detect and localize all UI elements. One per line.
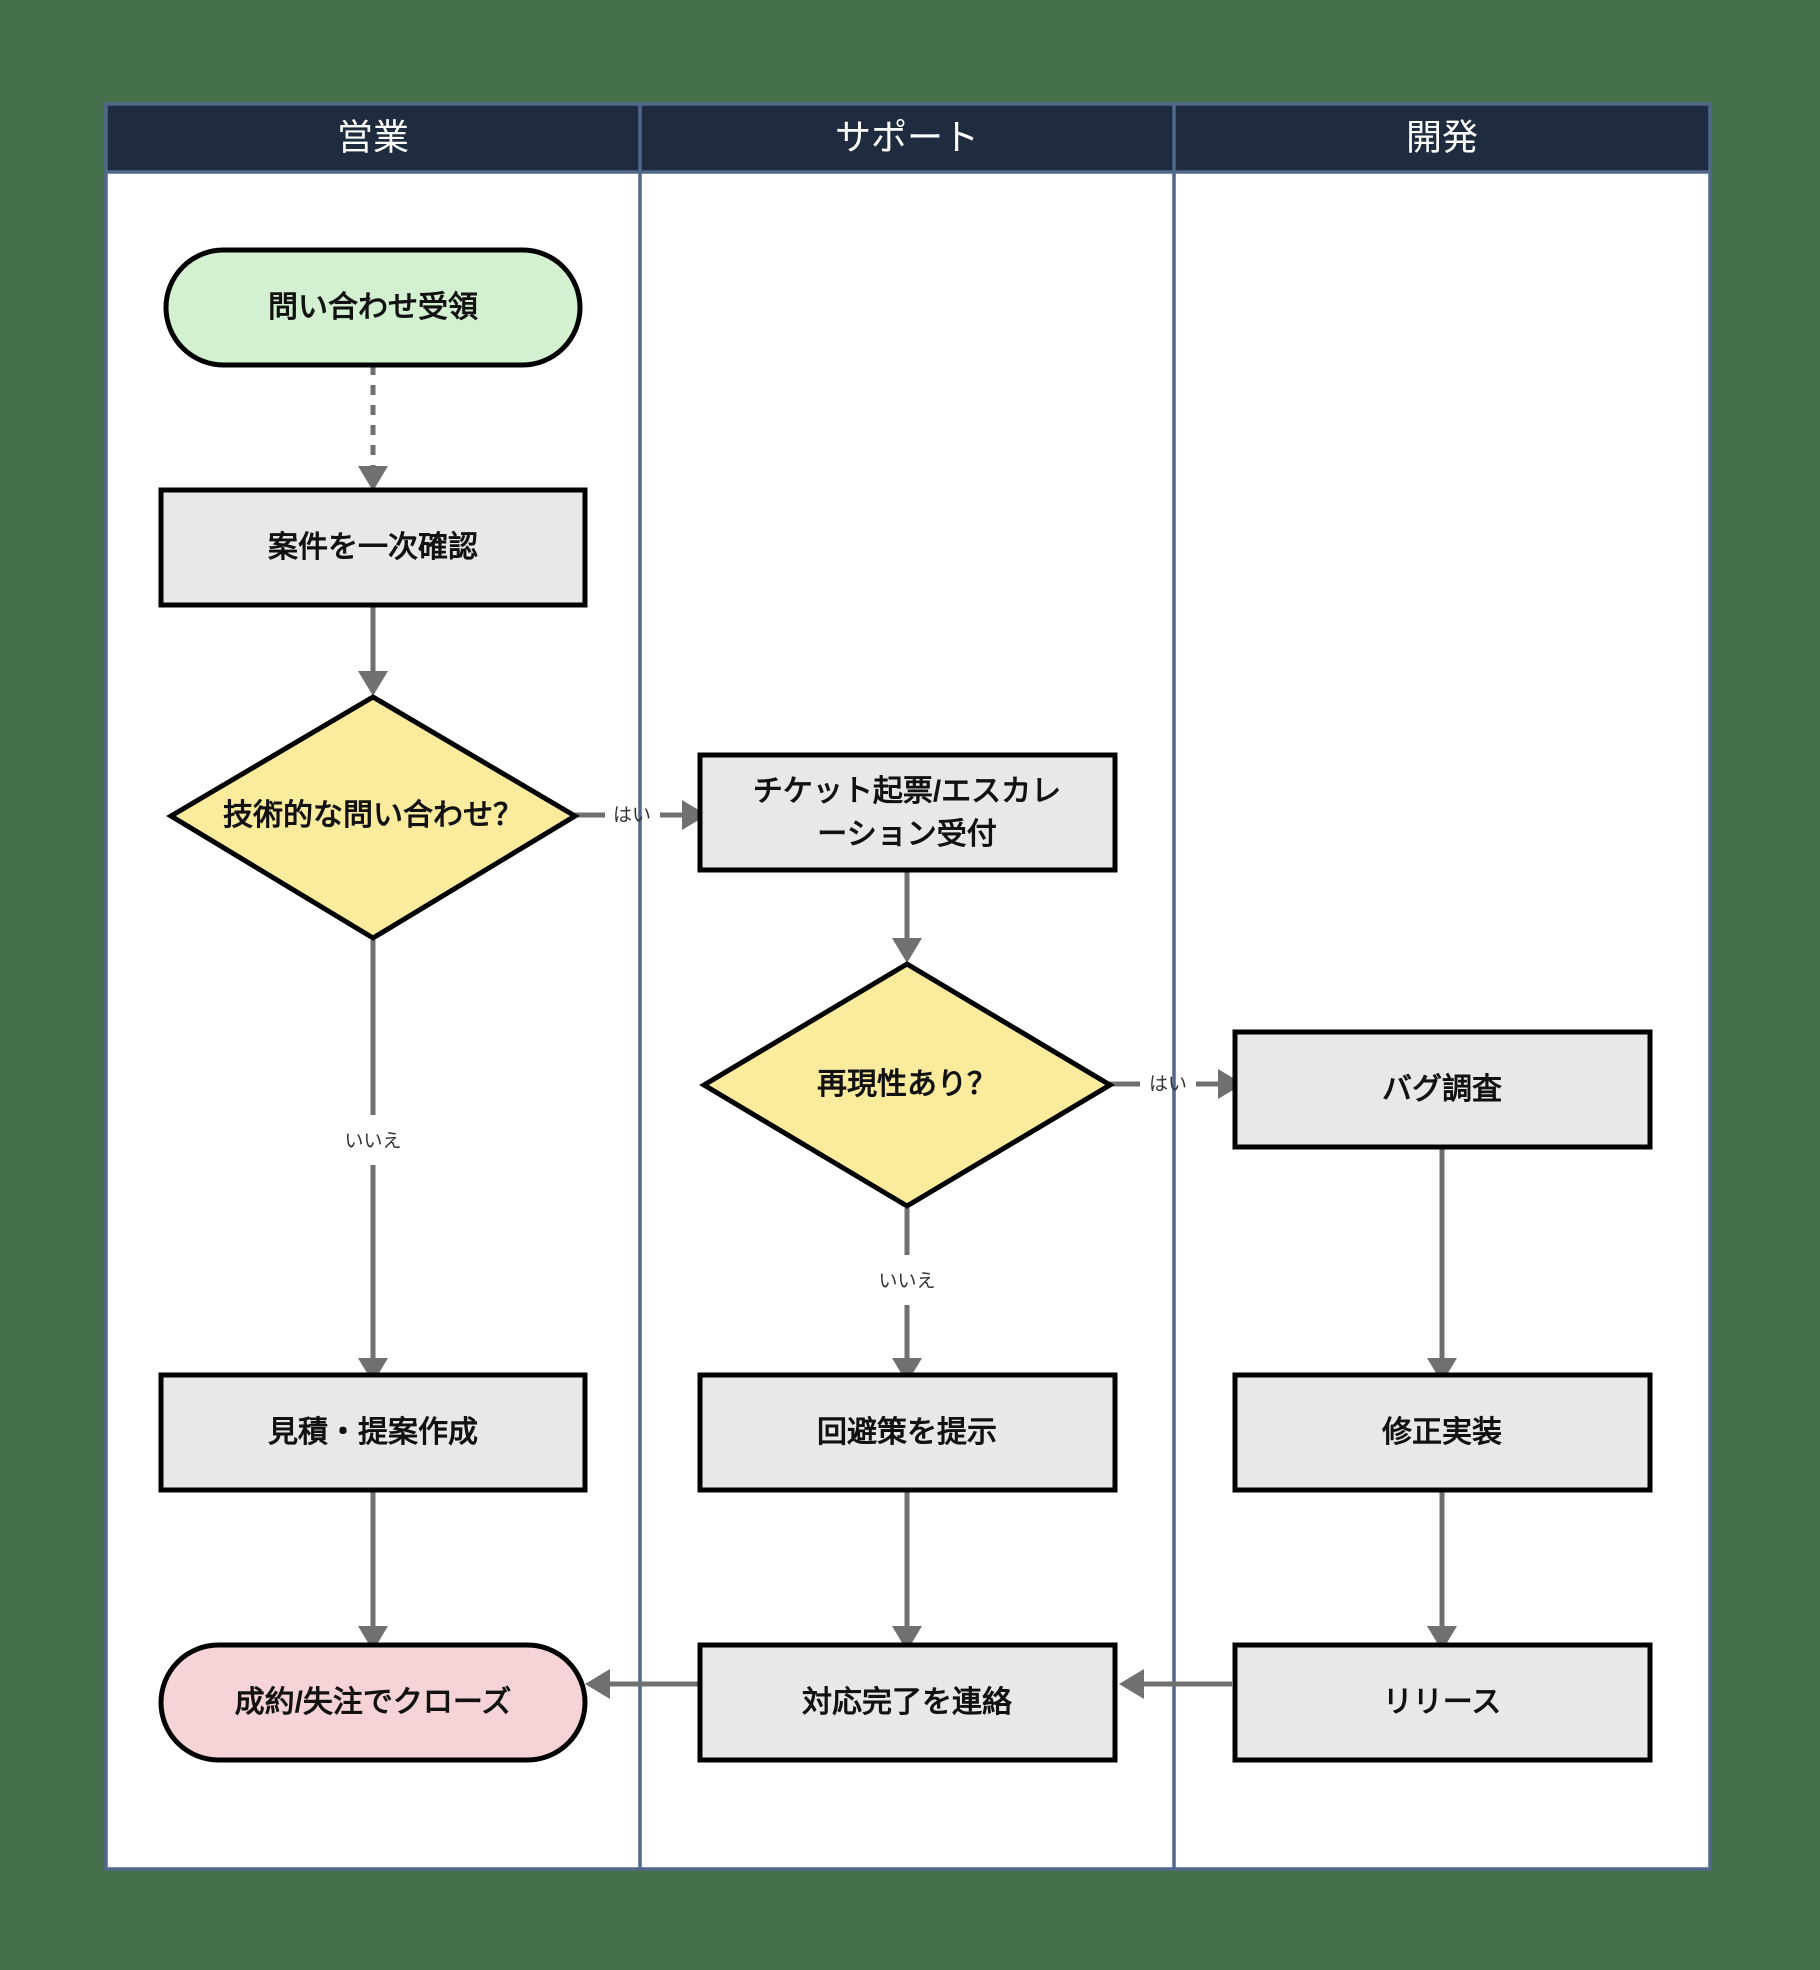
node-decision-technical-inquiry[interactable]: 技術的な問い合わせ？ (166, 694, 580, 941)
node-label-n7: 見積・提案作成 (268, 1415, 478, 1449)
node-label-n11: 対応完了を連絡 (802, 1685, 1013, 1719)
edge-n3-n4: はい (575, 800, 707, 830)
edge-label-n3-n7: いいえ (344, 1131, 401, 1152)
node-decision-reproducible[interactable]: 再現性あり？ (699, 961, 1115, 1209)
node-fix-implementation[interactable]: 修正実装 (1232, 1372, 1653, 1493)
edge-n4-n5 (892, 872, 922, 963)
node-quote-proposal[interactable]: 見積・提案作成 (158, 1372, 588, 1493)
edge-n11-n10 (585, 1669, 698, 1699)
node-label-n1: 問い合わせ受領 (268, 290, 478, 324)
edge-n2-n3 (358, 605, 388, 696)
edge-n1-n2 (358, 365, 388, 491)
node-label-n6: バグ調査 (1382, 1073, 1502, 1106)
lane-header-sales (106, 104, 640, 172)
edge-n7-n10 (358, 1490, 388, 1651)
lane-outer-border (104, 102, 1712, 1871)
node-ticket-escalation[interactable]: チケット起票/エスカレ ーション受付 (697, 752, 1118, 873)
node-label-n12: リリース (1383, 1686, 1502, 1719)
node-label-n3: 技術的な問い合わせ？ (223, 798, 523, 832)
node-label-n10: 成約/失注でクローズ (235, 1685, 512, 1719)
node-bug-investigation[interactable]: バグ調査 (1232, 1029, 1653, 1150)
node-label-n2: 案件を一次確認 (268, 530, 478, 564)
edge-n6-n9 (1427, 1147, 1457, 1383)
lane-header-support (640, 104, 1174, 172)
edge-label-n5-n8: いいえ (878, 1271, 935, 1292)
node-close-won-lost[interactable]: 成約/失注でクローズ (158, 1642, 588, 1763)
node-label-n9: 修正実装 (1381, 1416, 1502, 1449)
edge-label-n3-n4: はい (613, 805, 651, 826)
node-inquiry-received[interactable]: 問い合わせ受領 (163, 247, 583, 368)
node-completion-notice[interactable]: 対応完了を連絡 (697, 1642, 1118, 1763)
node-workaround[interactable]: 回避策を提示 (697, 1372, 1118, 1493)
lane-label-sales: 営業 (337, 117, 409, 158)
edge-n9-n12 (1427, 1490, 1457, 1651)
node-label-n8: 回避策を提示 (817, 1415, 997, 1449)
node-label-n4-line1: チケット起票/エスカレ (753, 775, 1061, 808)
node-release[interactable]: リリース (1232, 1642, 1653, 1763)
edge-n3-n7: いいえ (344, 940, 402, 1383)
node-layer: 問い合わせ受領 案件を一次確認 技術的な問い合わせ？ チケット起票/エスカレ ー… (158, 247, 1653, 1763)
node-label-n5: 再現性あり？ (817, 1068, 997, 1101)
edge-label-n5-n6: はい (1149, 1074, 1187, 1095)
lane-label-dev: 開発 (1406, 117, 1478, 158)
edge-n8-n11 (892, 1490, 922, 1651)
edge-n5-n8: いいえ (878, 1208, 936, 1383)
edge-n12-n11 (1119, 1669, 1232, 1699)
node-initial-review[interactable]: 案件を一次確認 (158, 487, 588, 608)
lane-header-dev (1174, 104, 1710, 172)
node-label-n4-line2: ーション受付 (817, 818, 996, 851)
edge-layer: はい いいえ はい いいえ (344, 365, 1457, 1699)
edge-n5-n6: はい (1110, 1069, 1243, 1099)
lane-label-support: サポート (835, 117, 979, 158)
